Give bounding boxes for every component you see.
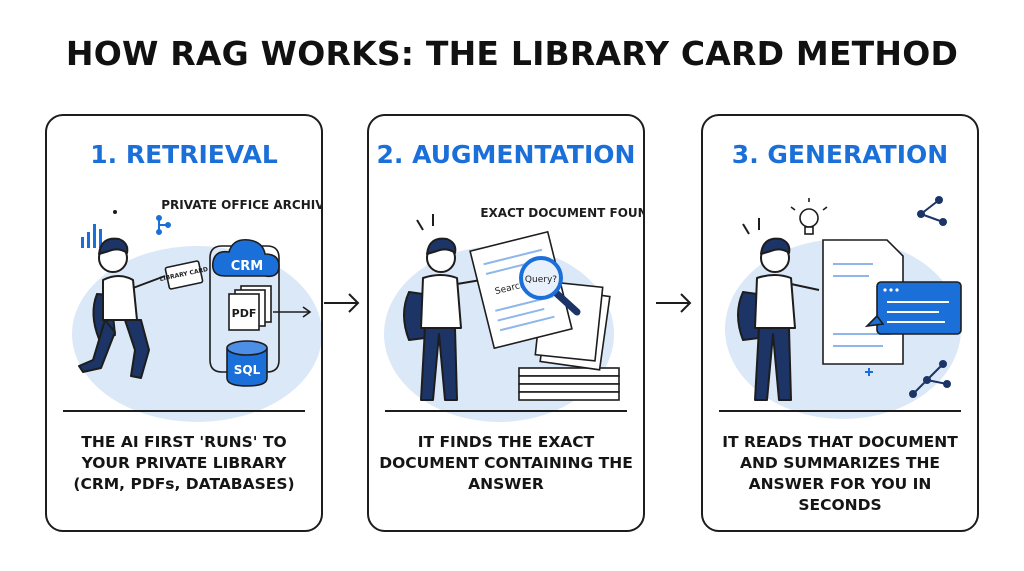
- node-icon: [156, 215, 171, 235]
- attention-lines: [742, 218, 760, 235]
- chat-window-icon: [864, 281, 962, 335]
- found-label: EXACT DOCUMENT FOUND: [480, 206, 645, 220]
- magnifier-icon: Query?: [519, 256, 581, 316]
- standing-person: [403, 237, 482, 401]
- standing-person: [737, 237, 820, 401]
- crm-cloud: CRM: [211, 238, 280, 278]
- panel-divider: [385, 410, 627, 412]
- running-person: [78, 237, 166, 379]
- pdf-label: PDF: [232, 307, 257, 320]
- panel-divider: [719, 410, 961, 412]
- sparkle-icon: [865, 368, 873, 376]
- flow-arrow-icon: [324, 293, 360, 313]
- crm-label: CRM: [231, 259, 264, 274]
- panel-heading-retrieval: 1. RETRIEVAL: [90, 140, 278, 169]
- query-text: Query?: [525, 275, 557, 285]
- panel-divider: [63, 410, 305, 412]
- panel-generation: 3. GENERATION: [701, 114, 979, 532]
- flow-arrow-icon: [656, 293, 692, 313]
- library-card: LIBRARY CARD: [159, 260, 209, 290]
- page-title: HOW RAG WORKS: THE LIBRARY CARD METHOD: [65, 34, 959, 73]
- panel-heading-augmentation: 2. AUGMENTATION: [376, 140, 636, 169]
- panel-caption-generation: IT READS THAT DOCUMENT AND SUMMARIZES TH…: [722, 433, 958, 514]
- augmentation-illustration: EXACT DOCUMENT FOUND: [384, 206, 645, 422]
- panel-augmentation: 2. AUGMENTATION EXACT DOCUMENT FOUND: [367, 114, 645, 532]
- sql-database: SQL: [226, 340, 268, 387]
- archive-label: PRIVATE OFFICE ARCHIVE: [161, 198, 323, 212]
- lightbulb-icon: [790, 198, 828, 235]
- attention-lines: [416, 214, 434, 231]
- panel-retrieval: 1. RETRIEVAL PRIVATE OFFICE ARCHIVE: [45, 114, 323, 532]
- panel-heading-generation: 3. GENERATION: [731, 140, 949, 169]
- dot-icon: [113, 210, 117, 214]
- panel-caption-augmentation: IT FINDS THE EXACT DOCUMENT CONTAINING T…: [379, 433, 633, 493]
- sql-label: SQL: [234, 363, 261, 377]
- pdf-document-stack: PDF: [228, 285, 272, 331]
- generation-illustration: [725, 196, 962, 419]
- panel-caption-retrieval: THE AI FIRST 'RUNS' TO YOUR PRIVATE LIBR…: [73, 433, 295, 493]
- retrieval-illustration: PRIVATE OFFICE ARCHIVE LIBRARY CARD CRM …: [72, 198, 323, 422]
- bar-chart-icon: [81, 224, 102, 248]
- network-icon: [909, 196, 951, 398]
